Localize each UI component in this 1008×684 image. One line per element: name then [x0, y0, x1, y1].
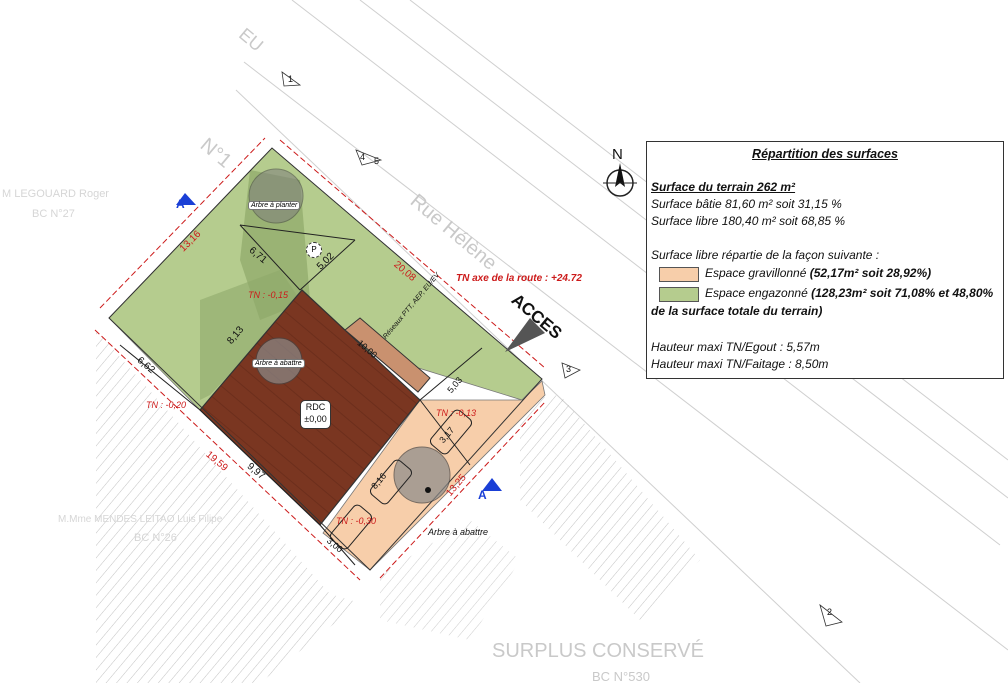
hatched-neighbour-right: [520, 395, 700, 620]
p-marker: P: [306, 242, 322, 258]
tree-trunk: [425, 487, 431, 493]
legend-hauteur-faitage: Hauteur maxi TN/Faitage : 8,50m: [651, 357, 829, 371]
legend-title: Répartition des surfaces: [752, 147, 898, 161]
hatched-neighbour-left: [96, 330, 360, 683]
lawn-swatch: [659, 287, 699, 302]
section-marker-a-bottom: [482, 478, 502, 491]
neighbour-leguard: M LEGOUARD Roger: [2, 188, 109, 200]
tn-level-4: TN : -0,30: [336, 516, 377, 526]
rdc-label: RDC: [305, 402, 326, 412]
legend-lawn-value-2: de la surface totale du terrain): [651, 304, 823, 318]
legend-repartition: Surface libre répartie de la façon suiva…: [651, 248, 880, 262]
legend-lawn-label: Espace engazonné: [705, 286, 812, 300]
tree-cut-label-1: Arbre à abattre: [252, 359, 305, 368]
tn-level-1: TN : -0,15: [248, 290, 289, 300]
marker-3: 3: [566, 364, 572, 374]
tn-level-2: TN : -0,20: [146, 400, 187, 410]
tree-to-plant: [248, 168, 304, 224]
legend-hauteur-egout: Hauteur maxi TN/Egout : 5,57m: [651, 340, 820, 354]
tree-plant-label: Arbre à planter: [248, 201, 301, 210]
neighbour-bc27: BC N°27: [32, 208, 75, 220]
legend-gravel-value: (52,17m² soit 28,92%): [809, 266, 932, 280]
north-compass: [603, 163, 637, 197]
neighbour-mendes: M.Mme MENDES LEITAO Luis Filipe: [58, 514, 223, 525]
parking-cars: [329, 409, 473, 550]
station-markers: [281, 71, 843, 627]
legend-gravel-label: Espace gravillonné: [705, 266, 810, 280]
marker-5: 5: [374, 156, 380, 166]
north-label: N: [612, 146, 623, 163]
acces-arrow: [505, 318, 545, 352]
marker-4: 4: [360, 152, 366, 162]
section-marker-a-top: [176, 193, 196, 205]
legend-surface-libre: Surface libre 180,40 m² soit 68,85 %: [651, 214, 846, 228]
internal-dimension-lines: [119, 224, 483, 566]
neighbour-bc26: BC N°26: [134, 532, 177, 544]
tree-to-cut-2: [393, 446, 451, 504]
marker-2: 2: [827, 607, 833, 617]
hatched-neighbour-bottom: [380, 520, 520, 640]
plot-outline: [108, 147, 543, 571]
legend-lawn-value: (128,23m² soit 71,08% et 48,80%: [811, 286, 994, 300]
rdc-box: RDC ±0,00: [300, 400, 331, 429]
legend-gravel: Espace gravillonné (52,17m² soit 28,92%): [705, 266, 931, 280]
rdc-level: ±0,00: [304, 414, 327, 424]
tree-shadow-2: [200, 270, 300, 400]
surplus-label: SURPLUS CONSERVÉ: [492, 640, 704, 662]
house-annex: [344, 317, 431, 393]
legend-surface-batie: Surface bâtie 81,60 m² soit 31,15 %: [651, 197, 842, 211]
surface-legend: Répartition des surfaces Surface du terr…: [646, 141, 1004, 379]
section-a-bottom-label: A: [478, 488, 487, 502]
legend-lawn: Espace engazonné (128,23m² soit 71,08% e…: [705, 286, 993, 300]
gravel-swatch: [659, 267, 699, 282]
marker-1: 1: [288, 74, 294, 84]
bc530-label: BC N°530: [592, 669, 650, 684]
tree-cut-label-2: Arbre à abattre: [428, 527, 489, 537]
tn-route-label: TN axe de la route : +24.72: [456, 273, 582, 284]
dimension-lines: [94, 137, 546, 581]
section-a-top-label: A: [176, 197, 185, 211]
tn-level-3: TN : -0,13: [436, 408, 477, 418]
legend-surface-terrain: Surface du terrain 262 m²: [651, 180, 796, 194]
